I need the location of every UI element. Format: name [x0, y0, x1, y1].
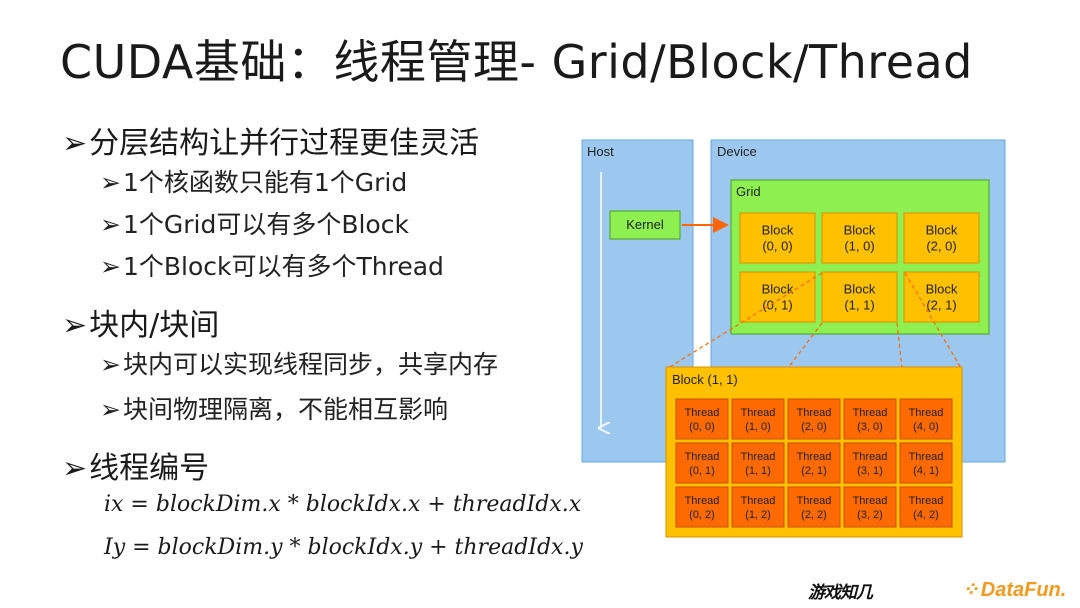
- grid-block: Block(2, 0): [903, 212, 980, 264]
- kernel-box: [609, 210, 681, 240]
- thread-cell-name: Thread: [797, 495, 832, 507]
- host-label: Host: [587, 144, 614, 159]
- grid-block-index: (0, 1): [762, 298, 792, 313]
- thread-cell: Thread (1, 0): [731, 398, 785, 440]
- thread-cell: Thread (3, 2): [843, 486, 897, 528]
- list-item: ➢块间物理隔离，不能相互影响: [100, 395, 448, 424]
- thread-cell: Thread (2, 0): [787, 398, 841, 440]
- thread-cell-index: (4, 0): [913, 421, 939, 433]
- thread-cell-index: (2, 1): [801, 465, 827, 477]
- formula-ix: ix = blockDim.x * blockIdx.x + threadIdx…: [104, 492, 582, 517]
- thread-cell-index: (2, 0): [801, 421, 827, 433]
- expand-line: [787, 322, 823, 369]
- grid-block: Block(0, 1): [739, 271, 816, 323]
- grid-label: Grid: [736, 184, 761, 199]
- thread-cell-index: (1, 0): [745, 421, 771, 433]
- thread-cell: Thread (0, 1): [675, 442, 729, 484]
- thread-cell-name: Thread: [685, 407, 720, 419]
- thread-cell-name: Thread: [741, 495, 776, 507]
- grid-block: Block(0, 0): [739, 212, 816, 264]
- logo-youxizhiji: 游戏知几: [808, 583, 873, 603]
- thread-cell-name: Thread: [741, 451, 776, 463]
- kernel-label: Kernel: [626, 217, 664, 232]
- thread-cell-index: (4, 1): [913, 465, 939, 477]
- thread-cell-name: Thread: [797, 407, 832, 419]
- section-heading-1: ➢分层结构让并行过程更佳灵活: [62, 126, 480, 161]
- thread-cell-name: Thread: [853, 451, 888, 463]
- formula-iy: Iy = blockDim.y * blockIdx.y + threadIdx…: [104, 535, 583, 560]
- list-item: ➢块内可以实现线程同步，共享内存: [100, 350, 498, 379]
- list-item: ➢1个Grid可以有多个Block: [100, 210, 409, 239]
- grid-block: Block(1, 1): [821, 271, 898, 323]
- thread-cell-index: (0, 0): [689, 421, 715, 433]
- expand-line: [667, 272, 823, 369]
- section-heading-3: ➢线程编号: [62, 451, 210, 486]
- thread-cell-name: Thread: [741, 407, 776, 419]
- grid-block-index: (1, 0): [844, 239, 874, 254]
- section-heading-2: ➢块内/块间: [62, 308, 220, 343]
- thread-cell-index: (0, 1): [689, 465, 715, 477]
- datafun-dots-icon: ⁘: [962, 579, 979, 601]
- thread-cell: Thread (4, 1): [899, 442, 953, 484]
- grid-block-index: (2, 0): [926, 239, 956, 254]
- thread-cell-index: (1, 2): [745, 509, 771, 521]
- thread-cell: Thread (2, 2): [787, 486, 841, 528]
- thread-cell-name: Thread: [909, 451, 944, 463]
- list-item: ➢1个Block可以有多个Thread: [100, 252, 444, 281]
- thread-cell: Thread (3, 0): [843, 398, 897, 440]
- thread-cell-index: (1, 1): [745, 465, 771, 477]
- thread-cell: Thread (1, 1): [731, 442, 785, 484]
- thread-cell: Thread (1, 2): [731, 486, 785, 528]
- grid-block-name: Block: [926, 282, 958, 297]
- thread-cell: Thread (4, 2): [899, 486, 953, 528]
- thread-cell: Thread (4, 0): [899, 398, 953, 440]
- thread-cell: Thread (0, 2): [675, 486, 729, 528]
- cuda-hierarchy-diagram: Host Kernel Device Grid Block(0, 0)Block…: [581, 139, 1006, 538]
- thread-cell-name: Thread: [685, 451, 720, 463]
- thread-cell-index: (3, 2): [857, 509, 883, 521]
- thread-cell-name: Thread: [909, 495, 944, 507]
- thread-cell-index: (0, 2): [689, 509, 715, 521]
- grid-block-name: Block: [926, 223, 958, 238]
- thread-cell: Thread (0, 0): [675, 398, 729, 440]
- grid-block-name: Block: [844, 282, 876, 297]
- grid-block-index: (2, 1): [926, 298, 956, 313]
- thread-cell: Thread (3, 1): [843, 442, 897, 484]
- thread-cell-index: (3, 1): [857, 465, 883, 477]
- grid-block: Block(2, 1): [903, 271, 980, 323]
- thread-cell-index: (2, 2): [801, 509, 827, 521]
- logo-datafun: ⁘DataFun.: [962, 579, 1067, 601]
- grid-block-index: (1, 1): [844, 298, 874, 313]
- page-title: CUDA基础：线程管理- Grid/Block/Thread: [60, 35, 973, 89]
- list-item: ➢1个核函数只能有1个Grid: [100, 168, 408, 197]
- grid-block-name: Block: [762, 223, 794, 238]
- expand-line: [896, 322, 903, 369]
- grid-block-name: Block: [762, 282, 794, 297]
- thread-cell-name: Thread: [797, 451, 832, 463]
- thread-cell-name: Thread: [685, 495, 720, 507]
- grid-block-index: (0, 0): [762, 239, 792, 254]
- expand-line: [904, 272, 962, 369]
- grid-block: Block(1, 0): [821, 212, 898, 264]
- expanded-block-label: Block (1, 1): [672, 372, 738, 387]
- thread-cell-name: Thread: [853, 407, 888, 419]
- thread-cell-index: (3, 0): [857, 421, 883, 433]
- thread-cell-name: Thread: [853, 495, 888, 507]
- device-label: Device: [717, 144, 757, 159]
- thread-cell: Thread (2, 1): [787, 442, 841, 484]
- thread-cell-index: (4, 2): [913, 509, 939, 521]
- grid-block-name: Block: [844, 223, 876, 238]
- thread-cell-name: Thread: [909, 407, 944, 419]
